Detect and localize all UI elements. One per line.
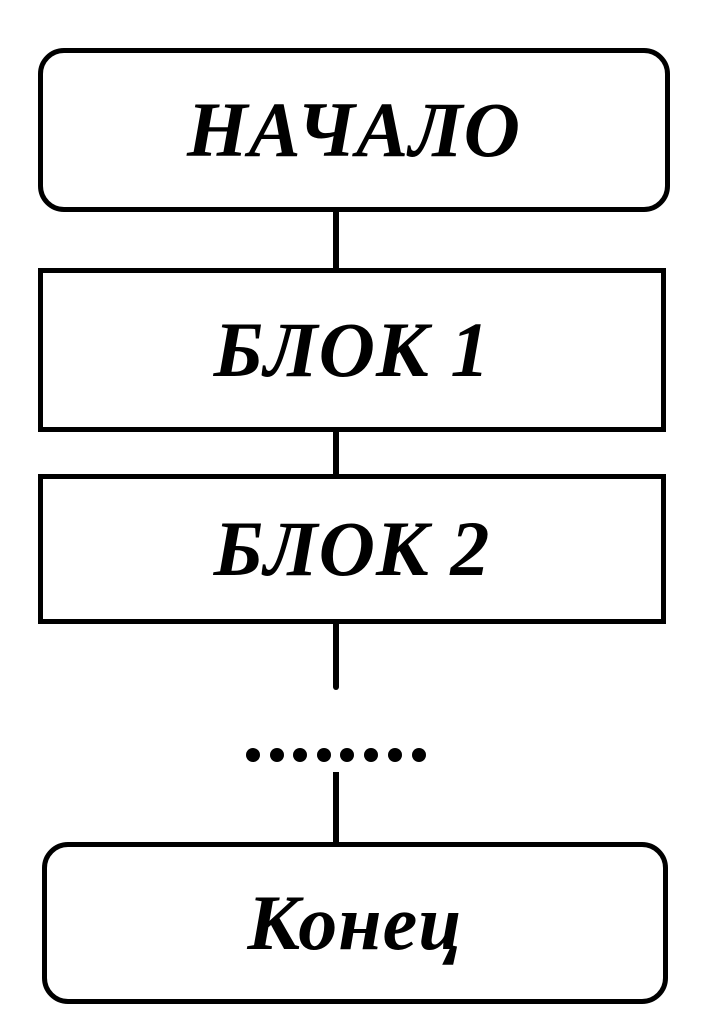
connector-block2-ellipsis	[333, 622, 339, 690]
dot	[293, 748, 307, 762]
end-label: Конец	[247, 879, 463, 966]
dot	[317, 748, 331, 762]
dot	[340, 748, 354, 762]
dot	[364, 748, 378, 762]
block1-label: БЛОК 1	[213, 306, 491, 393]
start-terminal: НАЧАЛО	[38, 48, 670, 212]
process-block-2: БЛОК 2	[38, 474, 666, 624]
process-block-1: БЛОК 1	[38, 268, 666, 432]
dot	[270, 748, 284, 762]
end-terminal: Конец	[42, 842, 668, 1004]
connector-ellipsis-end	[333, 772, 339, 844]
start-label: НАЧАЛО	[187, 86, 521, 173]
dot	[246, 748, 260, 762]
dot	[388, 748, 402, 762]
connector-start-block1	[333, 210, 339, 270]
block2-label: БЛОК 2	[213, 505, 491, 592]
dot	[412, 748, 426, 762]
connector-block1-block2	[333, 430, 339, 476]
